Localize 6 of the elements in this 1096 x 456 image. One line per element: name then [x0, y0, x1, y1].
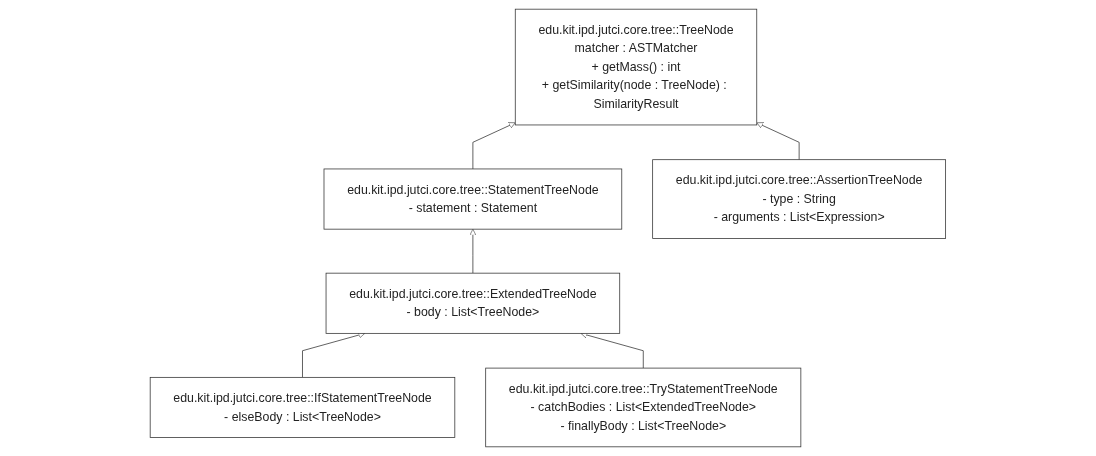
- node-box: edu.kit.ipd.jutci.core.tree::TryStatementTreeNode - catchBodies : List<ExtendedTreeNode> - finallyBody : List<TreeNode>: [485, 367, 802, 448]
- node-box: edu.kit.ipd.jutci.core.tree::AssertionTreeNode - type : String - arguments : List<Expression>: [652, 159, 947, 239]
- node-box: edu.kit.ipd.jutci.core.tree::IfStatementTreeNode - elseBody : List<TreeNode>: [149, 376, 456, 438]
- node-box: edu.kit.ipd.jutci.core.tree::ExtendedTreeNode - body : List<TreeNode>: [325, 272, 621, 334]
- node-box: edu.kit.ipd.jutci.core.tree::StatementTreeNode - statement : Statement: [323, 168, 623, 230]
- node-box: edu.kit.ipd.jutci.core.tree::TreeNode matcher : ASTMatcher + getMass() : int + getSimilarity(node : TreeNode) : SimilarityResult: [514, 8, 758, 126]
